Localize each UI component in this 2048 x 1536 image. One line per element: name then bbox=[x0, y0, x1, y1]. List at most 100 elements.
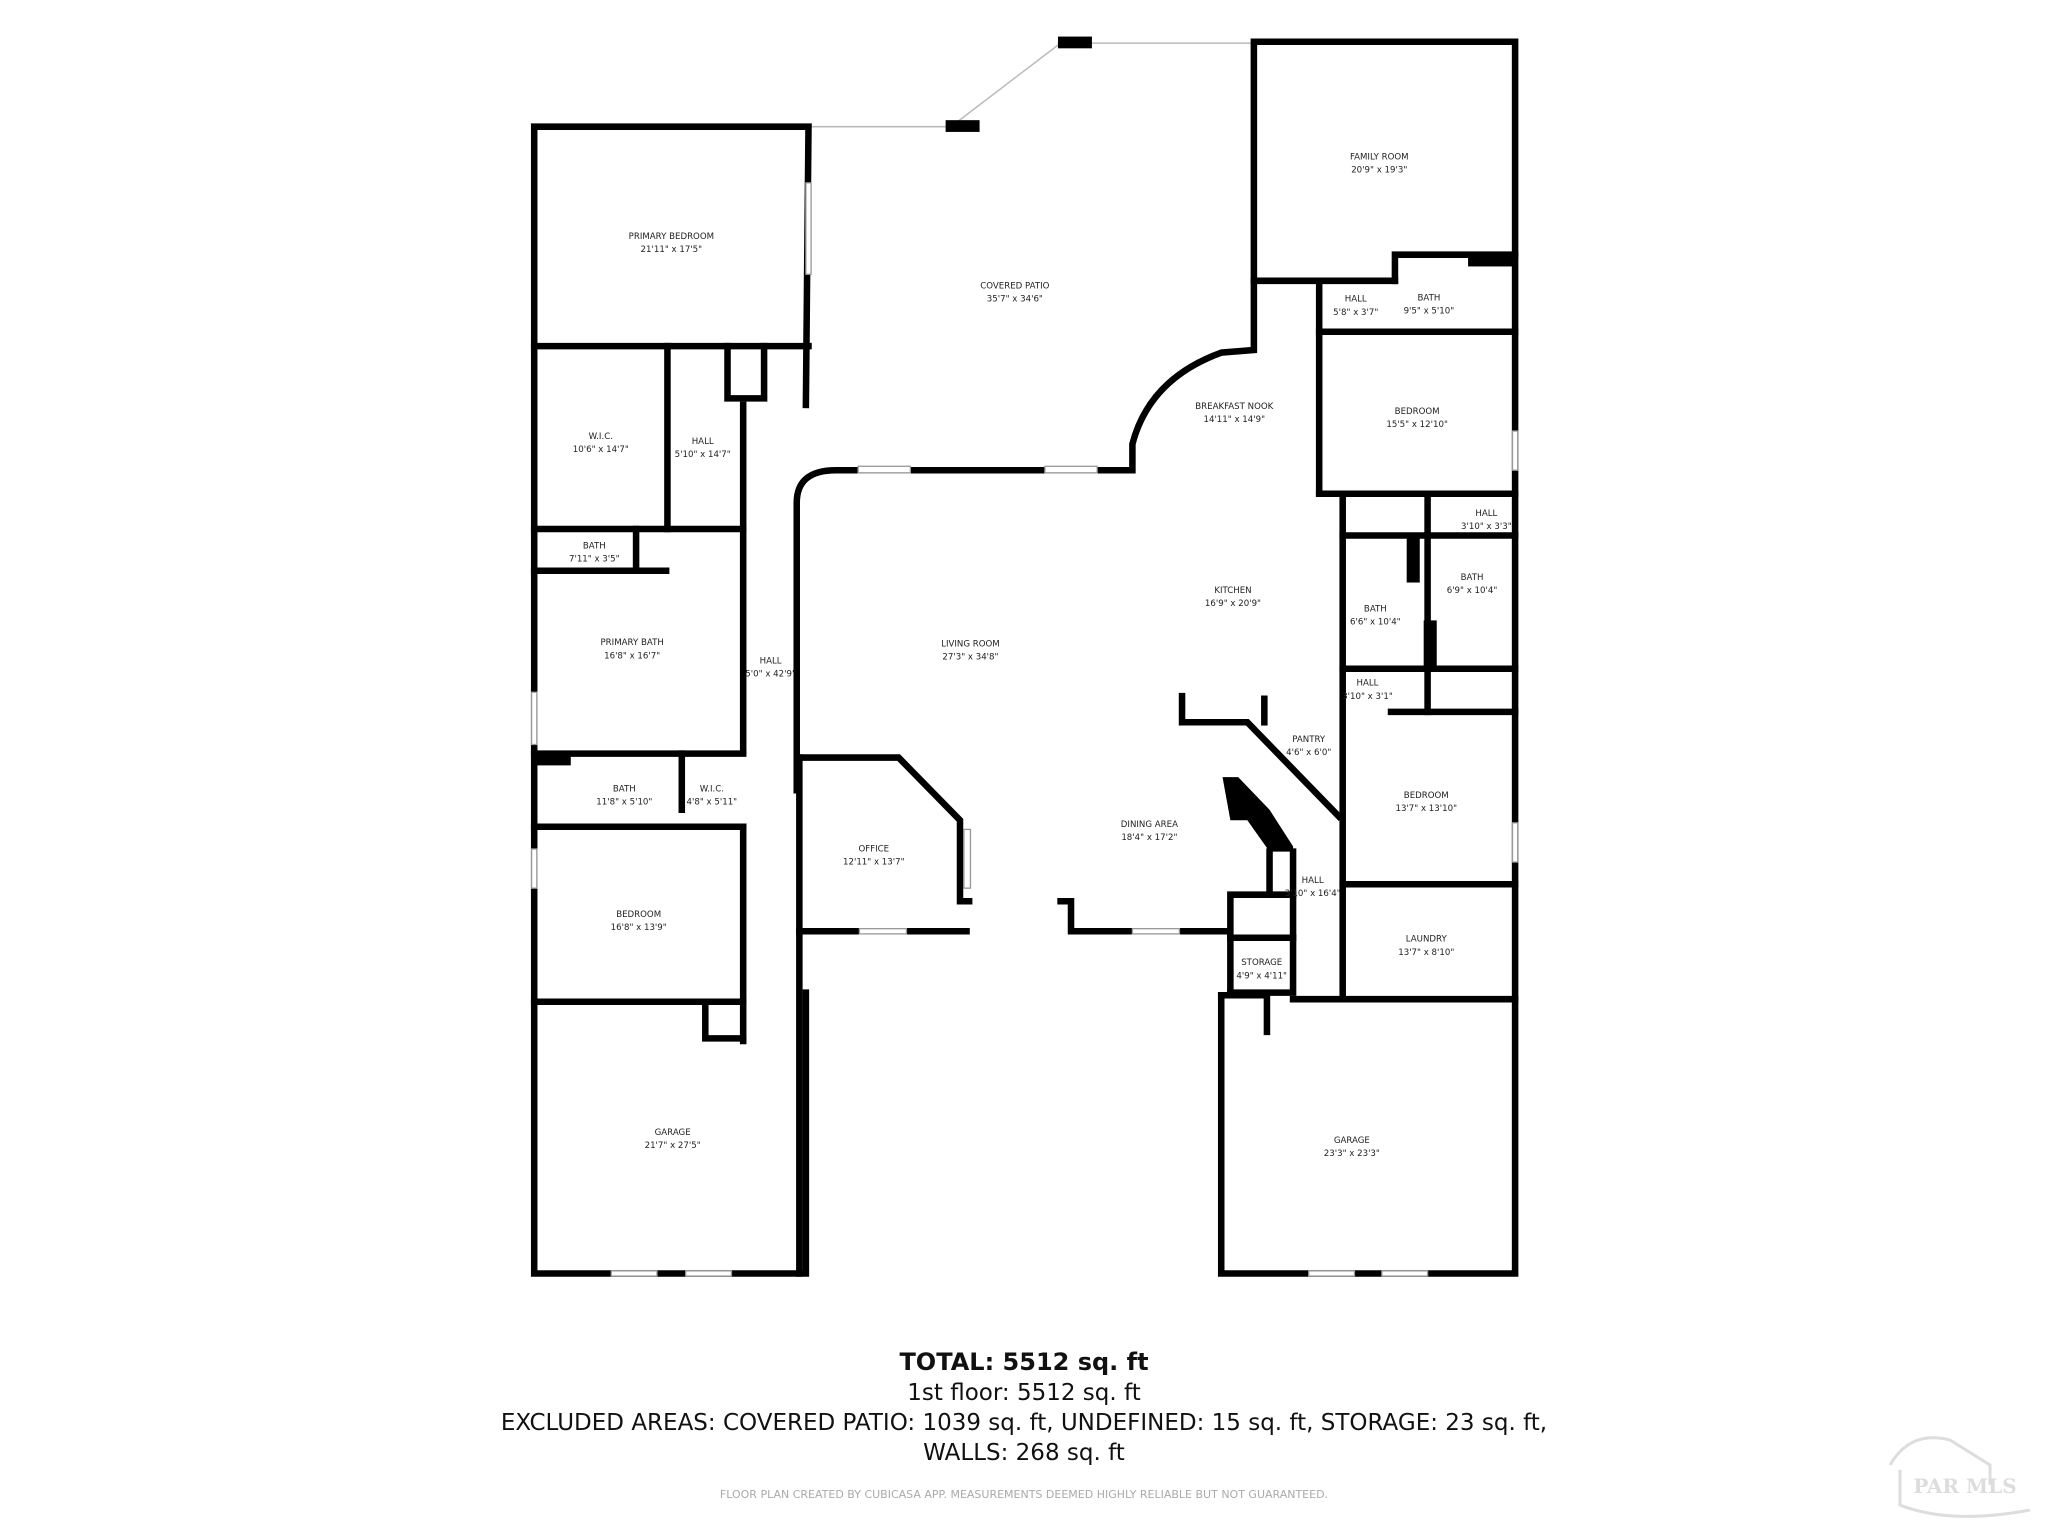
room-dimensions: 14'11" x 14'9" bbox=[1203, 415, 1265, 425]
room-name: HALL bbox=[692, 437, 714, 447]
room-label: BEDROOM 16'8" x 13'9" bbox=[611, 910, 667, 933]
room-label: HALL 3'10" x 3'1" bbox=[1342, 679, 1393, 702]
room-dimensions: 15'5" x 12'10" bbox=[1386, 420, 1448, 430]
patio-outline bbox=[809, 42, 1254, 128]
room-name: HALL bbox=[760, 657, 782, 667]
room-dimensions: 23'3" x 23'3" bbox=[1324, 1149, 1380, 1159]
disclaimer: FLOOR PLAN CREATED BY CUBICASA APP. MEAS… bbox=[719, 1488, 1329, 1501]
room-name: DINING AREA bbox=[1121, 820, 1178, 830]
room-dimensions: 4'9" x 4'11" bbox=[1236, 971, 1287, 981]
room-dimensions: 21'7" x 27'5" bbox=[645, 1141, 701, 1151]
windows bbox=[530, 182, 1519, 1277]
room-dimensions: 5'10" x 14'7" bbox=[675, 450, 731, 460]
room-label: KITCHEN 16'9" x 20'9" bbox=[1205, 586, 1261, 609]
room-dimensions: 12'11" x 13'7" bbox=[843, 858, 905, 868]
room-dimensions: 11'8" x 5'10" bbox=[596, 798, 652, 808]
room-dimensions: 16'8" x 13'9" bbox=[611, 923, 667, 933]
room-name: BREAKFAST NOOK bbox=[1195, 402, 1273, 412]
room-name: HALL bbox=[1475, 509, 1497, 519]
room-dimensions: 5'8" x 3'7" bbox=[1333, 308, 1378, 318]
room-label: HALL 5'8" x 3'7" bbox=[1333, 295, 1378, 318]
room-name: BATH bbox=[613, 785, 636, 795]
room-name: BATH bbox=[583, 542, 606, 552]
room-dimensions: 4'6" x 6'0" bbox=[1286, 748, 1331, 758]
room-name: STORAGE bbox=[1241, 958, 1282, 968]
room-name: W.I.C. bbox=[700, 785, 724, 795]
room-dimensions: 18'4" x 17'2" bbox=[1121, 833, 1177, 843]
room-label: BEDROOM 15'5" x 12'10" bbox=[1386, 407, 1448, 430]
room-label: W.I.C. 4'8" x 5'11" bbox=[687, 785, 738, 808]
room-name: PANTRY bbox=[1292, 735, 1326, 745]
room-name: BATH bbox=[1364, 604, 1387, 614]
walls bbox=[530, 38, 1519, 1277]
total-area: TOTAL: 5512 sq. ft bbox=[899, 1348, 1149, 1376]
room-dimensions: 27'3" x 34'8" bbox=[942, 653, 998, 663]
room-dimensions: 21'11" x 17'5" bbox=[641, 245, 703, 255]
room-dimensions: 10'6" x 14'7" bbox=[573, 445, 629, 455]
room-label: PRIMARY BEDROOM 21'11" x 17'5" bbox=[629, 232, 714, 255]
room-name: W.I.C. bbox=[589, 432, 613, 442]
room-label: COVERED PATIO 35'7" x 34'6" bbox=[980, 282, 1049, 305]
room-label: BATH 7'11" x 3'5" bbox=[569, 542, 620, 565]
room-label: DINING AREA 18'4" x 17'2" bbox=[1121, 820, 1178, 843]
room-label: BREAKFAST NOOK 14'11" x 14'9" bbox=[1195, 402, 1273, 425]
excluded-areas: EXCLUDED AREAS: COVERED PATIO: 1039 sq. … bbox=[500, 1410, 1548, 1436]
room-dimensions: 9'5" x 5'10" bbox=[1404, 306, 1455, 316]
room-dimensions: 20'9" x 19'3" bbox=[1351, 165, 1407, 175]
walls-area: WALLS: 268 sq. ft bbox=[923, 1440, 1125, 1466]
room-name: FAMILY ROOM bbox=[1350, 152, 1409, 162]
room-label: BATH 6'9" x 10'4" bbox=[1447, 573, 1498, 596]
room-name: HALL bbox=[1345, 295, 1367, 305]
room-label: OFFICE 12'11" x 13'7" bbox=[843, 845, 905, 868]
room-dimensions: 3'10" x 16'4" bbox=[1285, 889, 1341, 899]
room-dimensions: 4'8" x 5'11" bbox=[687, 798, 738, 808]
room-dimensions: 16'9" x 20'9" bbox=[1205, 599, 1261, 609]
room-dimensions: 13'7" x 13'10" bbox=[1395, 804, 1457, 814]
room-label: BEDROOM 13'7" x 13'10" bbox=[1395, 791, 1457, 814]
room-name: COVERED PATIO bbox=[980, 282, 1049, 292]
first-floor-area: 1st floor: 5512 sq. ft bbox=[907, 1380, 1141, 1406]
room-name: LIVING ROOM bbox=[941, 640, 1000, 650]
room-name: BEDROOM bbox=[616, 910, 661, 920]
room-label: PRIMARY BATH 16'8" x 16'7" bbox=[600, 638, 663, 661]
svg-text:PAR MLS: PAR MLS bbox=[1913, 1474, 2016, 1498]
room-name: BEDROOM bbox=[1395, 407, 1440, 417]
room-label: GARAGE 21'7" x 27'5" bbox=[645, 1128, 701, 1151]
room-label: PANTRY 4'6" x 6'0" bbox=[1286, 735, 1331, 758]
room-dimensions: 5'0" x 42'9" bbox=[745, 670, 796, 680]
room-label: LIVING ROOM 27'3" x 34'8" bbox=[941, 640, 1000, 663]
room-dimensions: 7'11" x 3'5" bbox=[569, 555, 620, 565]
room-name: PRIMARY BATH bbox=[600, 638, 663, 648]
room-name: KITCHEN bbox=[1214, 586, 1251, 596]
room-dimensions: 3'10" x 3'1" bbox=[1342, 692, 1393, 702]
room-dimensions: 16'8" x 16'7" bbox=[604, 651, 660, 661]
mls-watermark-logo: PAR MLS bbox=[1888, 1436, 2031, 1518]
room-name: OFFICE bbox=[858, 845, 889, 855]
room-label: LAUNDRY 13'7" x 8'10" bbox=[1398, 935, 1454, 958]
room-label: GARAGE 23'3" x 23'3" bbox=[1324, 1136, 1380, 1159]
room-name: PRIMARY BEDROOM bbox=[629, 232, 714, 242]
room-name: GARAGE bbox=[655, 1128, 691, 1138]
room-label: HALL 3'10" x 16'4" bbox=[1285, 876, 1341, 899]
room-name: GARAGE bbox=[1334, 1136, 1370, 1146]
room-dimensions: 3'10" x 3'3" bbox=[1461, 522, 1512, 532]
room-label: FAMILY ROOM 20'9" x 19'3" bbox=[1350, 152, 1409, 175]
room-dimensions: 35'7" x 34'6" bbox=[987, 295, 1043, 305]
room-name: BEDROOM bbox=[1404, 791, 1449, 801]
room-label: HALL 5'10" x 14'7" bbox=[675, 437, 731, 460]
room-label: BATH 6'6" x 10'4" bbox=[1350, 604, 1401, 627]
room-dimensions: 6'9" x 10'4" bbox=[1447, 586, 1498, 596]
room-label: W.I.C. 10'6" x 14'7" bbox=[573, 432, 629, 455]
patio-post bbox=[945, 120, 980, 132]
room-label: BATH 11'8" x 5'10" bbox=[596, 785, 652, 808]
room-label: STORAGE 4'9" x 4'11" bbox=[1236, 958, 1287, 981]
room-label: HALL 3'10" x 3'3" bbox=[1461, 509, 1512, 532]
room-name: LAUNDRY bbox=[1406, 935, 1448, 945]
room-dimensions: 6'6" x 10'4" bbox=[1350, 617, 1401, 627]
room-name: BATH bbox=[1461, 573, 1484, 583]
room-name: HALL bbox=[1357, 679, 1379, 689]
room-dimensions: 13'7" x 8'10" bbox=[1398, 948, 1454, 958]
room-name: HALL bbox=[1302, 876, 1324, 886]
